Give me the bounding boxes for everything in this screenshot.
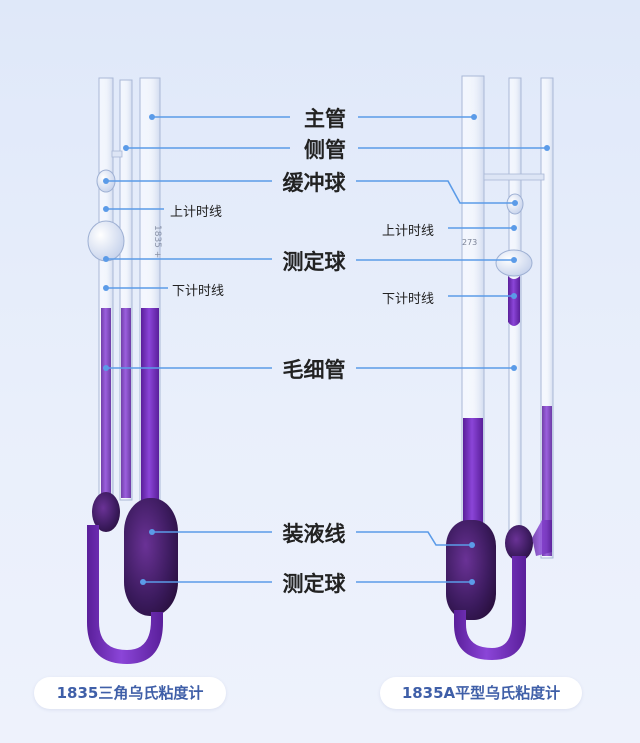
leader-fill-right <box>356 531 472 546</box>
label-upper-timing-line-right: 上计时线 <box>382 224 435 239</box>
label-buffer-bulb: 缓冲球 <box>282 171 346 195</box>
left-measuring-bulb <box>87 220 125 262</box>
label-lower-timing-line-right: 下计时线 <box>382 292 435 307</box>
caption-right-model: 1835A平型乌氏粘度计 <box>380 677 582 709</box>
right-side-tube-liquid <box>542 406 552 556</box>
left-lower-small-bulb <box>92 492 120 532</box>
leader-lines <box>106 116 547 583</box>
right-main-tube-marking: 273 <box>462 238 477 247</box>
label-measuring-bulb: 测定球 <box>282 250 346 274</box>
label-capillary: 毛细管 <box>282 358 346 382</box>
label-upper-timing-line-left: 上计时线 <box>170 205 223 220</box>
right-side-bottom-link <box>532 520 552 556</box>
leader-buffer-right <box>356 180 515 204</box>
label-side-tube: 侧管 <box>304 138 346 162</box>
right-capillary-liquid-drop <box>508 276 520 326</box>
right-main-tube-liquid <box>463 418 483 538</box>
left-capillary-liquid <box>101 308 111 500</box>
right-side-connector <box>483 173 545 181</box>
caption-left-model: 1835三角乌氏粘度计 <box>34 677 226 709</box>
left-u-bend <box>87 525 163 664</box>
left-viscometer: 1835 + <box>87 77 178 664</box>
label-fill-line: 装液线 <box>282 522 346 546</box>
left-side-connector <box>111 150 123 158</box>
left-main-tube-liquid <box>141 308 159 520</box>
label-lower-timing-line-left: 下计时线 <box>172 284 225 299</box>
left-main-tube-marking: 1835 + <box>152 225 162 258</box>
right-lower-small-bulb <box>505 525 533 561</box>
leader-dots <box>103 114 550 585</box>
label-main-tube: 主管 <box>304 107 346 131</box>
left-side-tube-liquid <box>121 308 131 498</box>
label-measuring-bulb-lower: 测定球 <box>282 572 346 596</box>
right-reservoir-bulb <box>446 520 496 620</box>
left-reservoir-bulb <box>124 498 178 616</box>
right-u-bend <box>454 556 526 660</box>
